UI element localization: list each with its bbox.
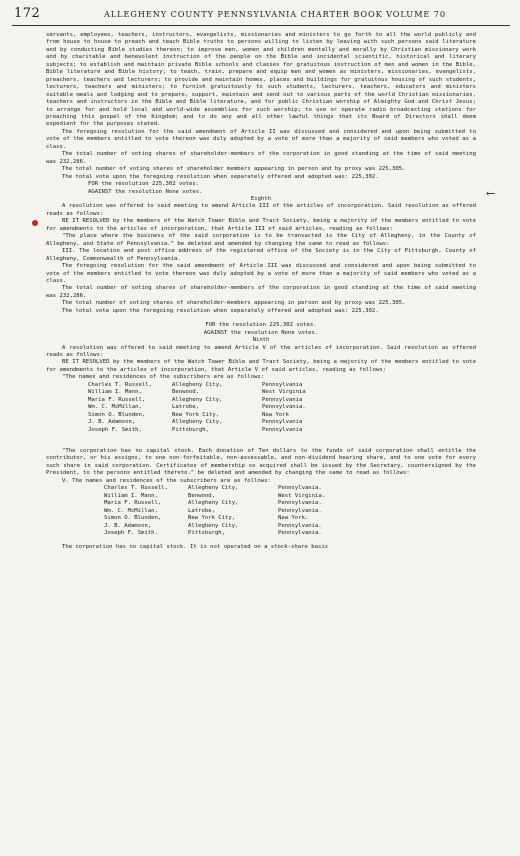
subscriber-name: William I. Mann, [104, 492, 158, 499]
paragraph: The foregoing resolution for the said am… [46, 263, 476, 284]
page-bottom-edge [0, 850, 520, 856]
paragraph: "The names and residences of the subscri… [62, 374, 265, 381]
subscriber-list: Charles T. Russell, Allegheny City, Pennsy… [104, 485, 476, 537]
subscriber-name: Charles T. Russell, [88, 381, 152, 388]
section-heading: Eighth [250, 195, 272, 202]
paragraph: The total vote upon the foregoing resolu… [62, 173, 379, 180]
paragraph: The total number of voting shares of sha… [62, 166, 406, 173]
subscriber-city: Latrobe, [188, 507, 215, 514]
subscriber-name: J. B. Adamson, [104, 522, 152, 529]
subscriber-name: Simon O. Blunden, [104, 515, 162, 522]
paragraph: BE IT RESOLVED by the members of the Wat… [46, 218, 476, 232]
paragraph: A resolution was offered to said meeting… [46, 344, 476, 359]
subscriber-name: J. B. Adamson, [88, 419, 136, 426]
subscriber-city: Allegheny City, [188, 500, 239, 507]
spacer [46, 434, 476, 441]
paragraph: servants, employees, teachers, instructo… [46, 32, 476, 128]
subscriber-name: Maria F. Russell, [104, 500, 162, 507]
subscriber-name: Wm. C. McMillan, [88, 404, 142, 411]
subscriber-state: West Virginia. [278, 492, 326, 499]
subscriber-city: Pittsburgh, [172, 426, 210, 433]
subscriber-state: New York. [278, 515, 309, 522]
red-margin-mark [32, 220, 38, 226]
subscriber-name: William I. Mann, [88, 389, 142, 396]
vote-line: AGAINST the resolution None votes. [88, 188, 203, 195]
paragraph: The corporation has no capital stock. It… [62, 544, 329, 551]
subscriber-state: Pennsylvania. [278, 507, 322, 514]
page-header: 172 Allegheny County Pennsylvania Charte… [14, 6, 510, 26]
paragraph: The total number of voting shares of sha… [46, 285, 476, 299]
paragraph: "The corporation has no capital stock. E… [46, 448, 476, 477]
subscriber-state: Pennsylvania. [278, 530, 322, 536]
subscriber-city: Allegheny City, [172, 396, 223, 403]
running-title: Allegheny County Pennsylvania Charter Bo… [104, 9, 446, 19]
margin-arrow-icon: ← [486, 187, 496, 200]
subscriber-state: Pennsylvania. [278, 522, 322, 529]
subscriber-city: New York City, [172, 411, 220, 418]
subscriber-state: Pennsylvania [262, 426, 303, 433]
subscriber-city: Latrobe, [172, 404, 199, 411]
paragraph: The foregoing resolution for the said am… [46, 128, 476, 150]
subscriber-state: West Virginia [262, 389, 306, 396]
subscriber-city: Allegheny City, [188, 522, 239, 529]
subscriber-state: New York [262, 411, 289, 418]
page-number: 172 [14, 6, 41, 21]
subscriber-city: Allegheny City, [172, 381, 223, 388]
paragraph: A resolution was offered to said meeting… [46, 203, 476, 217]
subscriber-state: Pennsylvania [262, 419, 303, 426]
subscriber-name: Joseph F. Smith. [104, 530, 158, 536]
subscriber-name: Wm. C. McMillan, [104, 507, 158, 514]
spacer [46, 315, 476, 322]
subscriber-name: Joseph F. Smith, [88, 426, 142, 433]
paragraph: The total number of voting shares of sha… [46, 151, 476, 165]
vote-line: FOR the resolution 225,302 votes. [88, 181, 200, 188]
subscriber-city: Benwood, [188, 492, 215, 499]
paragraph: III. The location and post office addres… [46, 248, 476, 262]
subscriber-state: Pennsylvania. [278, 485, 322, 492]
paragraph: The total number of voting shares of sha… [62, 300, 406, 307]
subscriber-state: Pennsylvania [262, 381, 303, 388]
subscriber-state: Pennsylvania [262, 396, 303, 403]
subscriber-city: Allegheny City, [188, 485, 239, 492]
spacer [46, 537, 476, 544]
paragraph: BE IT RESOLVED by the members of the Wat… [46, 359, 476, 373]
spacer [46, 441, 476, 448]
subscriber-state: Pennsylvania. [262, 404, 306, 411]
paragraph: V. The names and residences of the subsc… [62, 477, 271, 484]
paragraph: The total vote upon the foregoing resolu… [62, 307, 379, 314]
subscriber-city: Allegheny City, [172, 419, 223, 426]
paragraph: "The place where the business of the sai… [46, 233, 476, 247]
subscriber-name: Simon O. Blunden, [88, 411, 146, 418]
subscriber-city: Pittsburgh, [188, 530, 226, 536]
vote-line: FOR the resolution 225,302 votes. [205, 322, 317, 329]
subscriber-city: New York City, [188, 515, 236, 522]
vote-line: AGAINST the resolution None votes. [203, 329, 319, 336]
header-rule [12, 25, 510, 26]
subscriber-name: Charles T. Russell, [104, 485, 168, 492]
subscriber-list: Charles T. Russell, Allegheny City, Pennsy… [88, 382, 476, 434]
subscriber-name: Maria F. Russell, [88, 396, 146, 403]
subscriber-city: Benwood, [172, 389, 199, 396]
section-heading: Ninth [252, 337, 270, 344]
subscriber-state: Pennsylvania. [278, 500, 322, 507]
document-body: servants, employees, teachers, instructo… [46, 32, 476, 552]
